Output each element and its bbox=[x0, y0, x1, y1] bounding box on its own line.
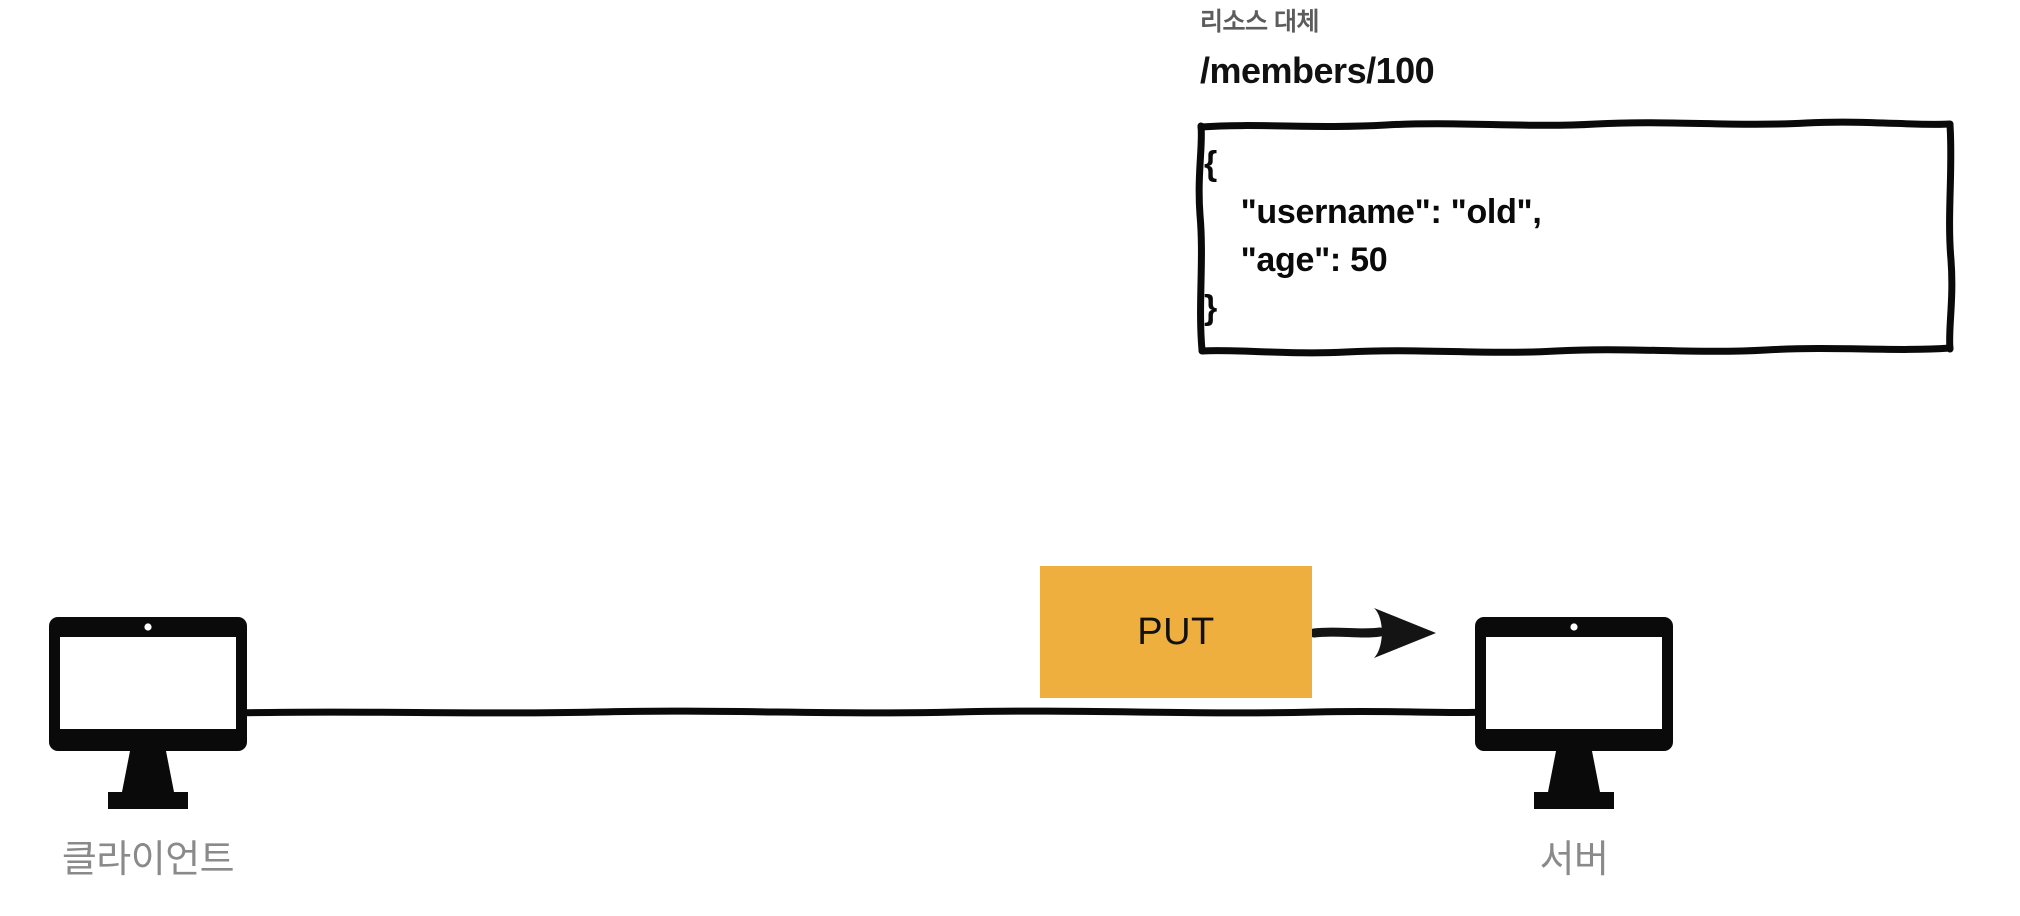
node-server[interactable]: 서버 bbox=[1474, 616, 1674, 881]
resource-path-label: /members/100 bbox=[1200, 50, 1435, 91]
monitor-icon bbox=[1475, 617, 1673, 809]
request-payload-box: { "username": "old", "age": 50 } bbox=[1195, 118, 1956, 357]
http-method-label: PUT bbox=[1137, 610, 1215, 653]
payload-json-text: { "username": "old", "age": 50 } bbox=[1204, 145, 1542, 327]
annotation-title: 리소스 대체 bbox=[1200, 8, 1319, 36]
node-client[interactable]: 클라이언트 bbox=[48, 616, 248, 881]
node-client-label: 클라이언트 bbox=[61, 839, 235, 881]
client-server-connection-line bbox=[236, 707, 1488, 717]
request-direction-arrow-icon bbox=[1312, 608, 1436, 658]
node-server-label: 서버 bbox=[1539, 839, 1609, 881]
http-method-badge[interactable]: PUT bbox=[1040, 566, 1312, 698]
sketch-border-icon bbox=[1195, 118, 1956, 357]
monitor-icon bbox=[49, 617, 247, 809]
